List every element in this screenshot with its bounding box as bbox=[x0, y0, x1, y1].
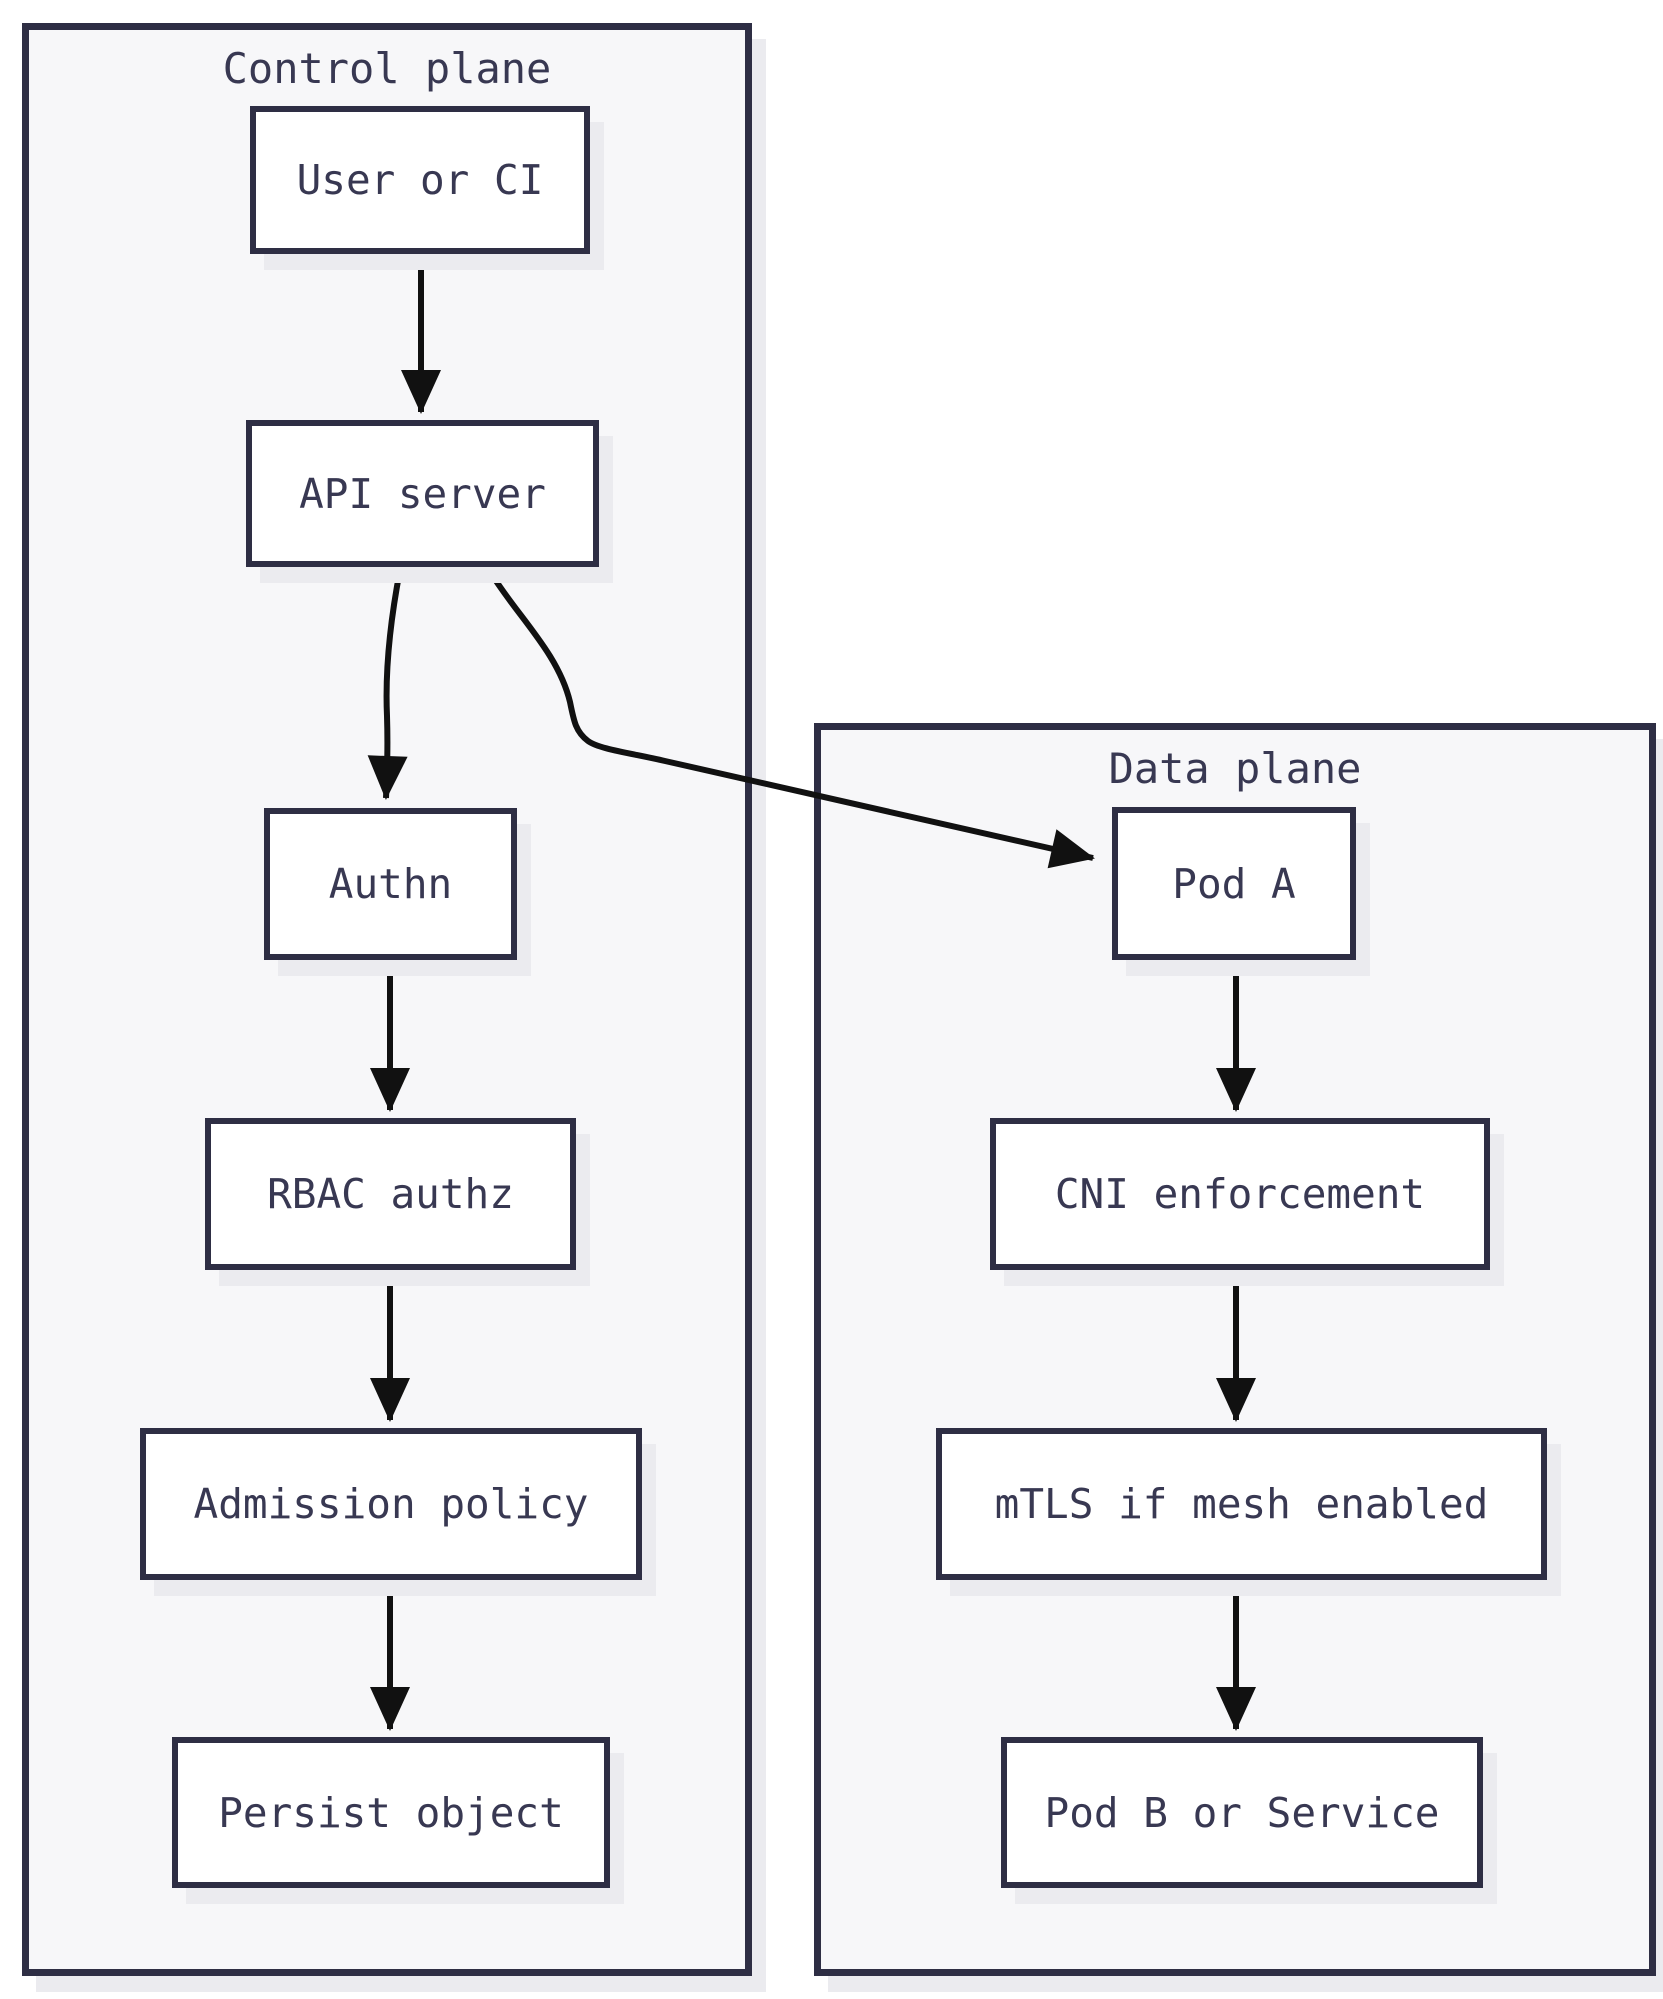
node-persist-object: Persist object bbox=[172, 1737, 610, 1888]
node-cni-enforcement: CNI enforcement bbox=[990, 1118, 1490, 1270]
node-rbac-authz-label: RBAC authz bbox=[267, 1170, 514, 1218]
node-user-or-ci: User or CI bbox=[250, 106, 590, 254]
node-user-or-ci-label: User or CI bbox=[296, 156, 544, 204]
node-pod-a-label: Pod A bbox=[1172, 859, 1296, 908]
node-rbac-authz: RBAC authz bbox=[205, 1118, 576, 1270]
node-authn: Authn bbox=[264, 808, 517, 960]
node-mtls-if-mesh-enabled-label: mTLS if mesh enabled bbox=[994, 1480, 1489, 1528]
node-cni-enforcement-label: CNI enforcement bbox=[1054, 1170, 1426, 1218]
data-plane-title: Data plane bbox=[1108, 744, 1362, 793]
node-api-server-label: API server bbox=[299, 469, 546, 518]
container-control-plane: Control plane bbox=[22, 23, 752, 1976]
node-pod-b-or-service: Pod B or Service bbox=[1001, 1737, 1483, 1888]
node-persist-object-label: Persist object bbox=[218, 1788, 564, 1837]
node-pod-a: Pod A bbox=[1112, 807, 1356, 960]
node-api-server: API server bbox=[246, 420, 599, 567]
node-authn-label: Authn bbox=[328, 860, 453, 908]
node-mtls-if-mesh-enabled: mTLS if mesh enabled bbox=[936, 1428, 1547, 1580]
node-admission-policy-label: Admission policy bbox=[193, 1480, 589, 1528]
node-admission-policy: Admission policy bbox=[140, 1428, 642, 1580]
control-plane-title: Control plane bbox=[222, 44, 552, 93]
node-pod-b-or-service-label: Pod B or Service bbox=[1044, 1788, 1440, 1837]
